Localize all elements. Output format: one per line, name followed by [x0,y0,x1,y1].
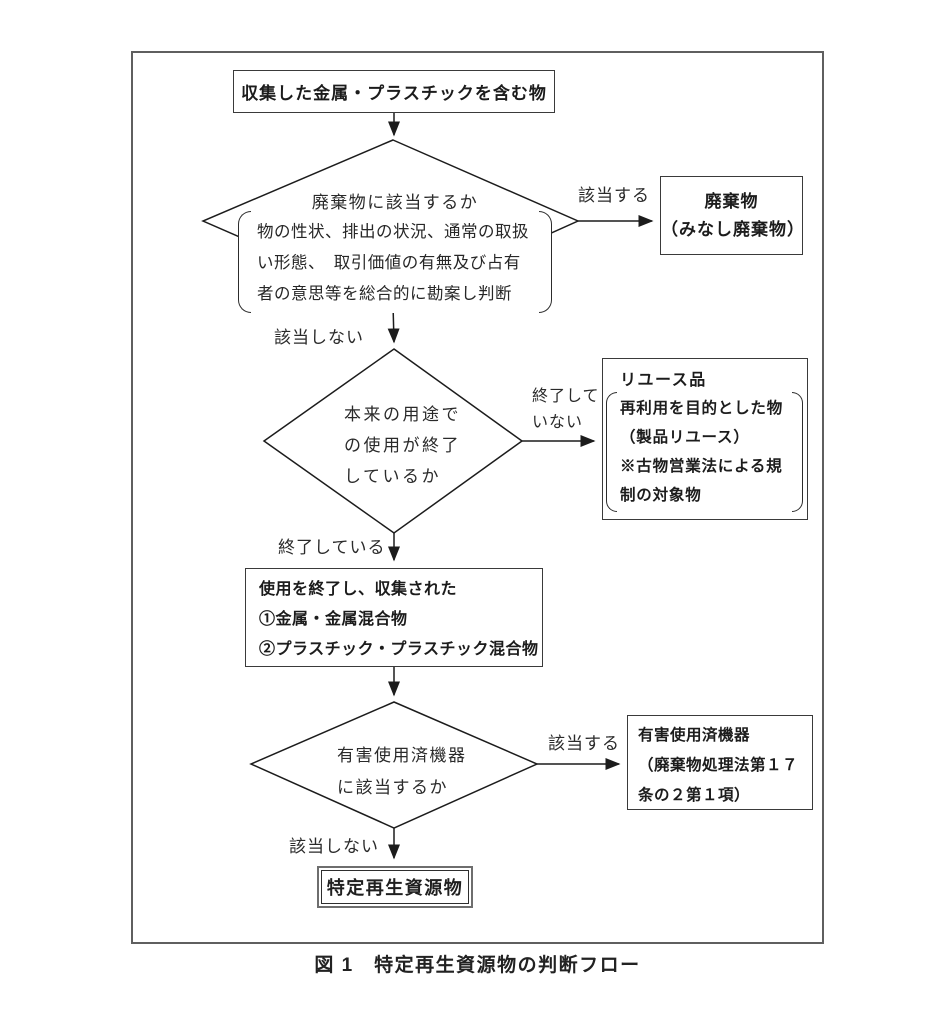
note-line: 者の意思等を総合的に勘案し判断 [257,284,512,303]
edge-label-applies1: 該当する [578,186,650,205]
reuse-box: リユース品 再利用を目的とした物 （製品リユース） ※古物営業法による規 制の対… [602,358,808,520]
hazard-box: 有害使用済機器 （廃棄物処理法第１７ 条の２第１項） [627,715,813,810]
decision1-note: 物の性状、排出の状況、通常の取扱 い形態、 取引価値の有無及び占有 者の意思等を… [238,211,552,313]
figure-caption: 図 1 特定再生資源物の判断フロー [314,955,641,976]
decision2-line: しているか [344,467,441,486]
note-line: 再利用を目的とした物 [620,400,784,417]
edge-label-applies2: 該当する [548,734,620,753]
reuse-box-note: 再利用を目的とした物 （製品リユース） ※古物営業法による規 制の対象物 [606,392,803,512]
decision3-text: 有害使用済機器 に該当するか [337,740,467,804]
decision2-line: の使用が終了 [344,436,461,455]
left-bracket-icon [238,211,251,313]
waste-box-title: 廃棄物 [704,192,759,211]
edge-label-not-finished: 終了して いない [532,384,600,436]
left-bracket-icon [606,392,617,512]
result-box: 特定再生資源物 [317,866,473,908]
decision2-line: 本来の用途で [344,405,461,424]
decision3-line: 有害使用済機器 [337,746,467,765]
collected-line: ②プラスチック・プラスチック混合物 [259,641,539,658]
start-box-label: 収集した金属・プラスチックを含む物 [241,84,547,103]
note-line: ※古物営業法による規 [620,458,783,475]
waste-box: 廃棄物 （みなし廃棄物） [660,176,805,255]
reuse-note-text: 再利用を目的とした物 （製品リユース） ※古物営業法による規 制の対象物 [617,392,792,512]
note-line: い形態、 取引価値の有無及び占有 [257,253,521,272]
note-line: 制の対象物 [620,487,702,504]
note-line: 物の性状、排出の状況、通常の取扱 [257,222,529,241]
hazard-line: 条の２第１項） [638,787,751,804]
hazard-line: （廃棄物処理法第１７ [638,757,799,774]
result-box-label: 特定再生資源物 [326,878,464,898]
decision2-text: 本来の用途で の使用が終了 しているか [344,399,461,492]
reuse-box-title: リユース品 [620,372,707,389]
edge-label-not-apply2: 該当しない [289,837,379,856]
decision1-note-text: 物の性状、排出の状況、通常の取扱 い形態、 取引価値の有無及び占有 者の意思等を… [251,211,539,313]
collected-line: ①金属・金属混合物 [259,611,408,628]
note-line: （製品リユース） [620,429,750,446]
outer-frame [131,51,824,944]
decision3-line: に該当するか [337,778,448,797]
edge-label-finished: 終了している [278,538,386,557]
right-bracket-icon [539,211,552,313]
collected-line: 使用を終了し、収集された [259,581,458,598]
right-bracket-icon [792,392,803,512]
edge-label-line: 終了して [532,388,600,405]
start-box: 収集した金属・プラスチックを含む物 [233,70,555,113]
edge-label-not-apply1: 該当しない [274,328,364,347]
hazard-line: 有害使用済機器 [638,727,751,744]
edge-label-line: いない [532,414,584,431]
decision1-question: 廃棄物に該当するか [311,193,479,212]
waste-box-subtitle: （みなし廃棄物） [661,220,805,239]
collected-box: 使用を終了し、収集された ①金属・金属混合物 ②プラスチック・プラスチック混合物 [245,568,543,667]
result-box-inner: 特定再生資源物 [321,870,469,904]
